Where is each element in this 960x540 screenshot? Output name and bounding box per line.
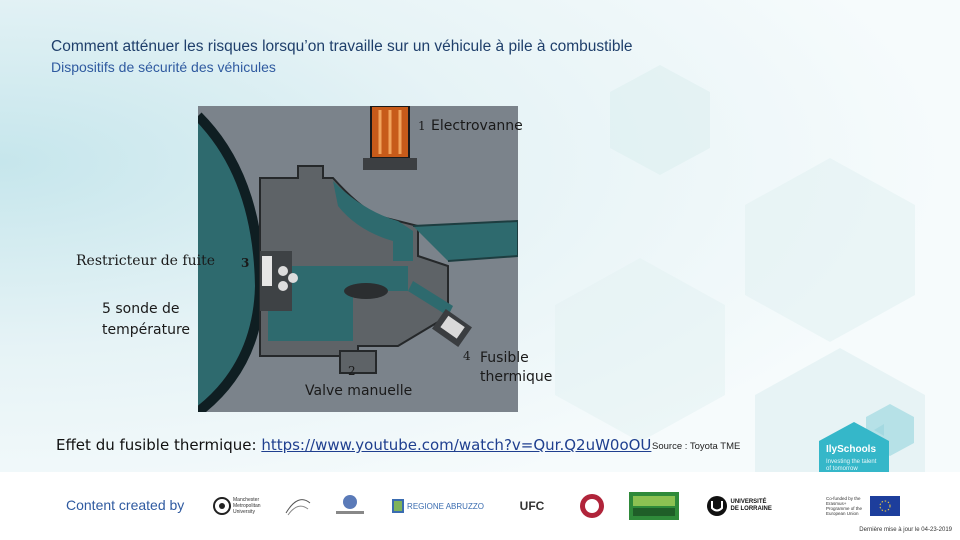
erasmus-plus-logo: Co-funded by the Erasmus+ Programme of t… [822, 491, 904, 521]
source-text: Source : Toyota TME [652, 441, 741, 452]
hexagon-decoration [610, 65, 710, 175]
hexagon-decoration [555, 258, 725, 442]
electrovanne-label: Electrovanne [431, 118, 523, 134]
partner-logo-7 [628, 491, 680, 521]
fusible-label: Fusible thermique [480, 350, 553, 385]
slide-subtitle: Dispositifs de sécurité des véhicules [51, 59, 276, 75]
partner-logo-2 [280, 491, 316, 521]
restricteur-label: Restricteur de fuite [76, 253, 216, 269]
restricteur-number: 3 [241, 256, 250, 270]
fusible-number: 4 [463, 349, 471, 363]
last-updated: Dernière mise à jour le 04-23-2019 [859, 527, 952, 533]
ilyschools-name: IlySchools [826, 444, 877, 455]
hexagon-decoration [745, 158, 915, 342]
partner-logo-3 [330, 491, 370, 521]
ufc-logo: UFC [519, 499, 545, 513]
valve-diagram [198, 106, 518, 412]
ilyschools-tagline: Investing the talent of tomorrow [826, 459, 877, 472]
partner-logo-6 [576, 491, 608, 521]
sonde-label: 5 sonde de température [102, 301, 190, 338]
caption-prefix: Effet du fusible thermique: [56, 436, 262, 454]
regione-abruzzo-logo: REGIONE ABRUZZO [388, 491, 488, 521]
caption-line: Effet du fusible thermique: https://www.… [56, 436, 651, 454]
slide-title: Comment atténuer les risques lorsqu’on t… [51, 38, 633, 55]
valve-number: 2 [348, 364, 356, 378]
footer [0, 472, 960, 540]
manchester-logo: Manchester Metropolitan University [212, 491, 270, 521]
electrovanne-number: 1 [418, 119, 426, 133]
universite-de-lorraine-logo: UNIVERSITÉ DE LORRAINE [704, 491, 776, 521]
valve-label: Valve manuelle [305, 383, 413, 399]
content-by-label: Content created by [66, 497, 185, 513]
video-link[interactable]: https://www.youtube.com/watch?v=Qur.Q2uW… [261, 436, 652, 454]
